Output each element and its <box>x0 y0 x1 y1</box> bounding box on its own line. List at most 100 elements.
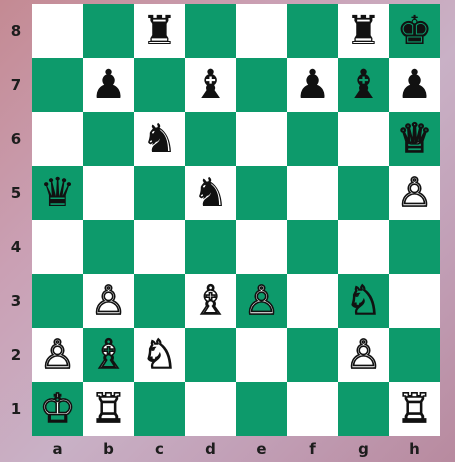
chess-board-frame: ♜ ♜ ♚ ♟ ♝ ♟ ♝ ♟ ♞ ♕ ♛ ♞ ♙ ♙ ♗ ♙ ♘ ♙ ♗ ♘ ♙ ♔ ♖ ♖ <box>32 4 440 436</box>
square-d5[interactable]: ♞ <box>185 166 236 220</box>
square-f6[interactable] <box>287 112 338 166</box>
white-pawn-icon[interactable]: ♙ <box>244 281 280 321</box>
square-d6[interactable] <box>185 112 236 166</box>
black-pawn-icon[interactable]: ♟ <box>295 65 331 105</box>
white-pawn-icon[interactable]: ♙ <box>91 281 127 321</box>
square-e3[interactable]: ♙ <box>236 274 287 328</box>
square-c6[interactable]: ♞ <box>134 112 185 166</box>
square-c4[interactable] <box>134 220 185 274</box>
square-c3[interactable] <box>134 274 185 328</box>
black-knight-icon[interactable]: ♞ <box>193 173 229 213</box>
square-b2[interactable]: ♗ <box>83 328 134 382</box>
square-d3[interactable]: ♗ <box>185 274 236 328</box>
square-g3[interactable]: ♘ <box>338 274 389 328</box>
square-d7[interactable]: ♝ <box>185 58 236 112</box>
square-a6[interactable] <box>32 112 83 166</box>
square-g1[interactable] <box>338 382 389 436</box>
white-knight-icon[interactable]: ♘ <box>142 335 178 375</box>
square-f2[interactable] <box>287 328 338 382</box>
square-e6[interactable] <box>236 112 287 166</box>
white-rook-icon[interactable]: ♖ <box>397 389 433 429</box>
square-f7[interactable]: ♟ <box>287 58 338 112</box>
square-c7[interactable] <box>134 58 185 112</box>
chess-board: ♜ ♜ ♚ ♟ ♝ ♟ ♝ ♟ ♞ ♕ ♛ ♞ ♙ ♙ ♗ ♙ ♘ ♙ ♗ ♘ ♙ ♔ ♖ ♖ <box>32 4 440 436</box>
white-queen-icon[interactable]: ♕ <box>397 119 433 159</box>
file-label-f: f <box>287 436 338 462</box>
file-label-a: a <box>32 436 83 462</box>
square-h6[interactable]: ♕ <box>389 112 440 166</box>
square-h2[interactable] <box>389 328 440 382</box>
square-f1[interactable] <box>287 382 338 436</box>
rank-label-7: 7 <box>0 58 32 112</box>
square-c8[interactable]: ♜ <box>134 4 185 58</box>
square-f3[interactable] <box>287 274 338 328</box>
file-label-g: g <box>338 436 389 462</box>
square-h8[interactable]: ♚ <box>389 4 440 58</box>
square-b3[interactable]: ♙ <box>83 274 134 328</box>
square-a7[interactable] <box>32 58 83 112</box>
square-b6[interactable] <box>83 112 134 166</box>
square-g7[interactable]: ♝ <box>338 58 389 112</box>
square-c2[interactable]: ♘ <box>134 328 185 382</box>
square-c1[interactable] <box>134 382 185 436</box>
white-bishop-icon[interactable]: ♗ <box>91 335 127 375</box>
white-knight-icon[interactable]: ♘ <box>346 281 382 321</box>
square-e7[interactable] <box>236 58 287 112</box>
square-c5[interactable] <box>134 166 185 220</box>
white-pawn-icon[interactable]: ♙ <box>346 335 382 375</box>
square-f8[interactable] <box>287 4 338 58</box>
black-knight-icon[interactable]: ♞ <box>142 119 178 159</box>
square-a4[interactable] <box>32 220 83 274</box>
square-e1[interactable] <box>236 382 287 436</box>
square-d8[interactable] <box>185 4 236 58</box>
square-d4[interactable] <box>185 220 236 274</box>
black-queen-icon[interactable]: ♛ <box>40 173 76 213</box>
black-king-icon[interactable]: ♚ <box>397 11 433 51</box>
black-pawn-icon[interactable]: ♟ <box>91 65 127 105</box>
white-pawn-icon[interactable]: ♙ <box>40 335 76 375</box>
rank-label-4: 4 <box>0 220 32 274</box>
square-g4[interactable] <box>338 220 389 274</box>
square-e8[interactable] <box>236 4 287 58</box>
square-h4[interactable] <box>389 220 440 274</box>
black-bishop-icon[interactable]: ♝ <box>193 65 229 105</box>
square-b4[interactable] <box>83 220 134 274</box>
square-e2[interactable] <box>236 328 287 382</box>
rank-label-8: 8 <box>0 4 32 58</box>
square-b5[interactable] <box>83 166 134 220</box>
white-rook-icon[interactable]: ♖ <box>91 389 127 429</box>
white-king-icon[interactable]: ♔ <box>40 389 76 429</box>
square-a1[interactable]: ♔ <box>32 382 83 436</box>
square-d2[interactable] <box>185 328 236 382</box>
square-f5[interactable] <box>287 166 338 220</box>
square-b1[interactable]: ♖ <box>83 382 134 436</box>
square-g8[interactable]: ♜ <box>338 4 389 58</box>
square-a5[interactable]: ♛ <box>32 166 83 220</box>
black-pawn-icon[interactable]: ♟ <box>397 65 433 105</box>
white-bishop-icon[interactable]: ♗ <box>193 281 229 321</box>
square-h7[interactable]: ♟ <box>389 58 440 112</box>
square-a2[interactable]: ♙ <box>32 328 83 382</box>
square-a3[interactable] <box>32 274 83 328</box>
rank-label-2: 2 <box>0 328 32 382</box>
rank-label-3: 3 <box>0 274 32 328</box>
square-h1[interactable]: ♖ <box>389 382 440 436</box>
square-f4[interactable] <box>287 220 338 274</box>
black-rook-icon[interactable]: ♜ <box>142 11 178 51</box>
square-b7[interactable]: ♟ <box>83 58 134 112</box>
black-rook-icon[interactable]: ♜ <box>346 11 382 51</box>
square-b8[interactable] <box>83 4 134 58</box>
square-h3[interactable] <box>389 274 440 328</box>
square-g6[interactable] <box>338 112 389 166</box>
square-g5[interactable] <box>338 166 389 220</box>
square-d1[interactable] <box>185 382 236 436</box>
square-e4[interactable] <box>236 220 287 274</box>
file-label-e: e <box>236 436 287 462</box>
file-label-h: h <box>389 436 440 462</box>
square-e5[interactable] <box>236 166 287 220</box>
square-h5[interactable]: ♙ <box>389 166 440 220</box>
square-g2[interactable]: ♙ <box>338 328 389 382</box>
black-bishop-icon[interactable]: ♝ <box>346 65 382 105</box>
white-pawn-icon[interactable]: ♙ <box>397 173 433 213</box>
square-a8[interactable] <box>32 4 83 58</box>
